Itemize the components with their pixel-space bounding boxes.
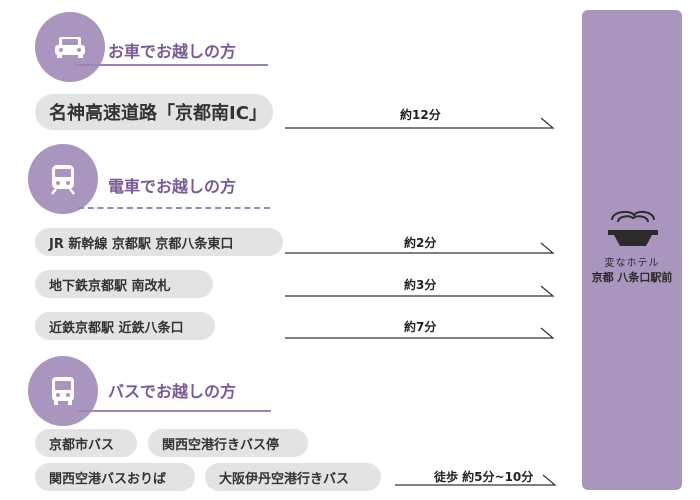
bus-icon-circle (28, 356, 98, 426)
route-time: 約2分 (404, 236, 437, 250)
car-title-underline (75, 64, 268, 66)
route-time: 約3分 (404, 278, 437, 292)
hotel-name: 変なホテル (604, 258, 660, 269)
bus-walk-time: 徒歩 約5分~10分 (434, 470, 534, 484)
bus-stop-pill: 関西空港バスおりば (35, 463, 195, 491)
bus-section-title: バスでお越しの方 (108, 382, 237, 401)
route-arrow-line (285, 327, 555, 340)
train-icon-circle (28, 144, 98, 214)
route-arrow-line (395, 474, 557, 487)
route-arrow-line (285, 285, 555, 298)
route-time: 約7分 (404, 320, 437, 334)
bus-stop-pill: 大阪伊丹空港行きバス (205, 463, 381, 491)
bus-title-underline (78, 410, 271, 412)
train-section-title: 電車でお越しの方 (108, 177, 237, 196)
route-origin-pill: 名神高速道路「京都南IC」 (35, 94, 273, 130)
train-title-underline (78, 207, 270, 209)
hotel-logo-icon (604, 208, 662, 254)
hotel-destination-panel (582, 10, 682, 490)
train-icon (51, 165, 75, 195)
bus-icon (52, 377, 74, 405)
car-icon (55, 37, 85, 58)
route-origin-pill: 近鉄京都駅 近鉄八条口 (35, 312, 215, 340)
hotel-location: 京都 八条口駅前 (591, 271, 673, 284)
car-section-title: お車でお越しの方 (108, 42, 237, 61)
bus-stop-pill: 関西空港行きバス停 (148, 429, 308, 457)
route-time: 約12分 (400, 108, 441, 122)
route-arrow-line (285, 117, 555, 130)
car-icon-circle (35, 12, 105, 82)
route-origin-pill: 地下鉄京都駅 南改札 (35, 270, 213, 298)
bus-stop-pill: 京都市バス (35, 429, 137, 457)
route-arrow-line (285, 242, 555, 255)
route-origin-pill: JR 新幹線 京都駅 京都八条東口 (35, 228, 283, 256)
